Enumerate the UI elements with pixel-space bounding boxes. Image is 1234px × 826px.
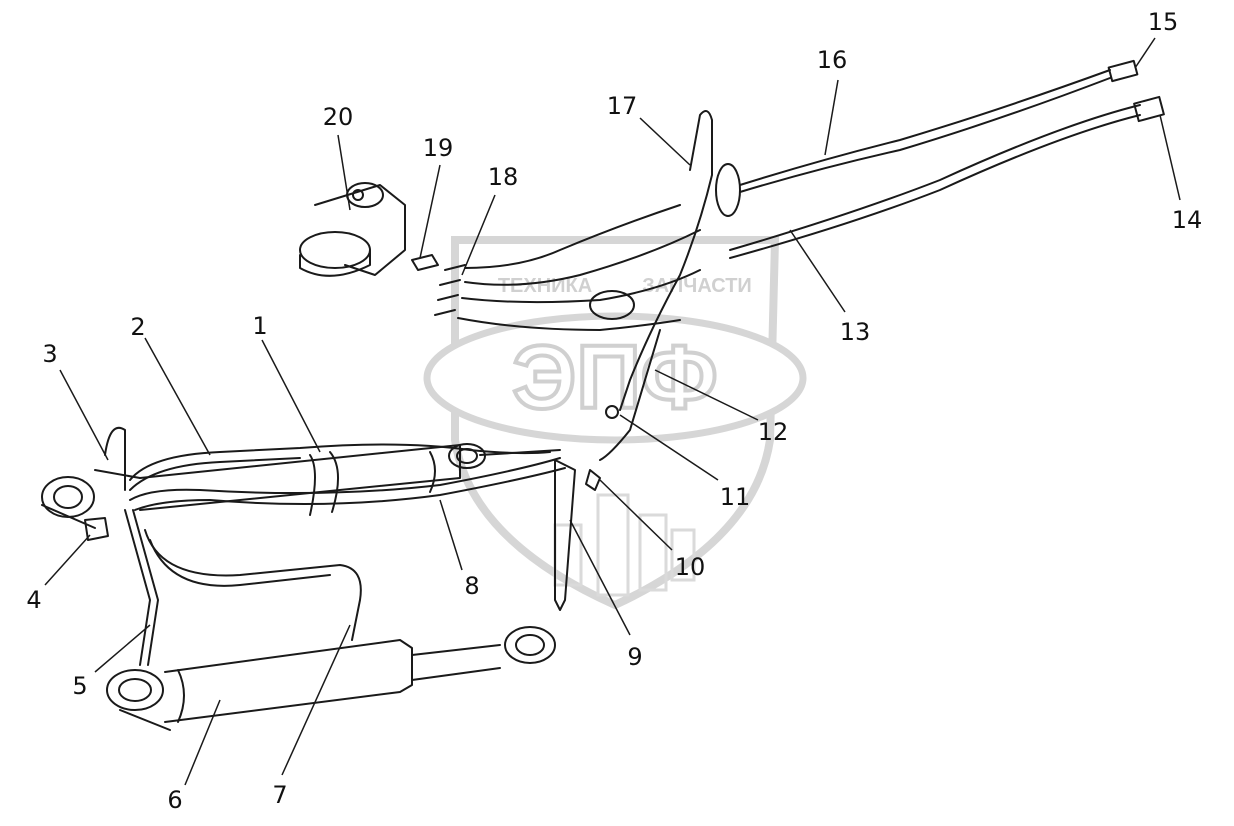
callout-10: 10 [675, 553, 706, 581]
callout-15: 15 [1148, 8, 1179, 36]
watermark-top-right: ЗАПЧАСТИ [642, 275, 752, 297]
callout-12: 12 [758, 418, 789, 446]
lower-cylinder [106, 626, 556, 731]
fitting-19 [411, 254, 439, 271]
return-line-17 [619, 110, 713, 411]
callout-2: 2 [130, 313, 145, 341]
steering-unit [299, 182, 406, 277]
callout-14: 14 [1172, 206, 1203, 234]
line-13 [729, 104, 1141, 251]
fitting-11 [605, 405, 619, 419]
callout-13: 13 [840, 318, 871, 346]
hose-3 [104, 426, 126, 491]
callout-20: 20 [323, 103, 354, 131]
watermark-buildings [553, 493, 696, 597]
callout-8: 8 [464, 572, 479, 600]
callout-6: 6 [167, 786, 182, 814]
line-12 [599, 329, 661, 461]
tube-5 [124, 509, 159, 666]
watermark-logo: ЭПФ [512, 328, 718, 428]
line-16 [739, 69, 1111, 186]
bolt-4 [84, 517, 109, 541]
callout-17: 17 [607, 92, 638, 120]
callout-3: 3 [42, 340, 57, 368]
hose-2 [129, 443, 551, 481]
upper-cylinder [41, 443, 561, 529]
callout-1: 1 [252, 312, 267, 340]
hose-8 [129, 457, 561, 501]
callout-5: 5 [72, 672, 87, 700]
callouts: 1 2 3 4 5 6 7 8 9 10 11 12 13 14 15 16 1… [26, 8, 1202, 814]
hose-bundle-18 [434, 204, 701, 331]
hose-7 [144, 529, 362, 641]
watermark-oval [423, 312, 807, 444]
callout-16: 16 [817, 46, 848, 74]
callout-11: 11 [720, 483, 751, 511]
callout-9: 9 [627, 643, 642, 671]
callout-18: 18 [488, 163, 519, 191]
callout-19: 19 [423, 134, 454, 162]
watermark: ТЕХНИКА ЗАПЧАСТИ ЭПФ [423, 236, 807, 610]
watermark-top-left: ТЕХНИКА [498, 275, 592, 297]
callout-4: 4 [26, 586, 41, 614]
bracket-9 [554, 459, 576, 611]
fitting-10 [585, 469, 601, 491]
callout-7: 7 [272, 781, 287, 809]
leader-lines [44, 37, 1181, 786]
